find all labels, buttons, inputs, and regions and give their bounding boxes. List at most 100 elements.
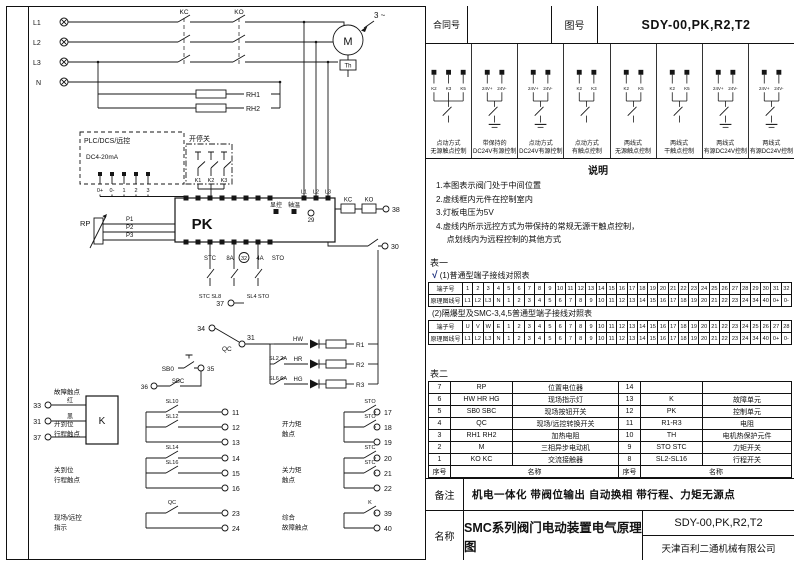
term-k1: K1 — [195, 178, 202, 184]
terminal-cell: 6 — [554, 332, 566, 345]
schematic-text: K2 — [623, 86, 629, 91]
schematic-shape — [327, 208, 383, 247]
schematic-text: K2 — [669, 86, 675, 91]
schematic-text: 24V- — [774, 86, 784, 91]
terminal-cell: 25 — [708, 282, 721, 295]
terminal-cell: L3 — [482, 332, 494, 345]
terminal-cell: 29 — [749, 282, 762, 295]
mode-diagram-2: 24V+24V- — [482, 69, 507, 128]
schematic-text: 17 — [384, 410, 392, 417]
schematic-shape — [623, 69, 629, 75]
schematic-shape — [303, 22, 329, 196]
binding-margin-line — [28, 6, 29, 560]
terminal-cell: 13 — [626, 294, 638, 307]
schematic-shape — [165, 450, 179, 459]
schematic-text: 开力矩 — [282, 419, 302, 428]
terminal-cell: 0+ — [770, 294, 782, 307]
terminal-cell: 19 — [688, 294, 700, 307]
component-cell: 5 — [428, 405, 451, 418]
terminal-cell: 12 — [616, 294, 628, 307]
schematic-text: HG — [294, 377, 303, 383]
schematic-shape — [310, 359, 319, 369]
terminal-cell: 3 — [523, 320, 535, 333]
schematic-text: 21 — [384, 471, 392, 478]
schematic-shape — [221, 423, 229, 431]
table2-title: 表二 — [430, 369, 449, 379]
terminal-cell: 20 — [698, 294, 710, 307]
component-cell: 电机热保护元件 — [702, 429, 792, 442]
label-sto: STO — [272, 256, 285, 262]
notes-title: 说明 — [588, 166, 608, 177]
term-36: 36 — [141, 384, 149, 391]
component-cell: 现场指示灯 — [512, 393, 619, 406]
terminal-cell: 22 — [719, 294, 731, 307]
label-ko: KO — [234, 9, 243, 16]
note-line: 1.本图表示阀门处于中间位置 — [436, 181, 542, 190]
schematic-shape — [195, 151, 232, 196]
component-cell: R1-R3 — [640, 417, 703, 430]
terminal-cell: 0+ — [770, 332, 782, 345]
terminal-cell: 8 — [533, 282, 546, 295]
schematic-shape — [273, 357, 285, 365]
schematic-text: 触点 — [282, 429, 296, 438]
label-l2: L2 — [33, 40, 41, 47]
schematic-shape — [446, 69, 451, 75]
terminal-cell: 13 — [585, 282, 597, 295]
label-p2: P2 — [126, 225, 134, 231]
schematic-text: K5 — [638, 86, 644, 91]
schematic-text: 14 — [232, 456, 240, 463]
terminal-cell: 10 — [554, 282, 566, 295]
component-cell: 现场按钮开关 — [512, 405, 619, 418]
schematic-shape — [165, 419, 179, 428]
component-cell: 控制单元 — [702, 405, 792, 418]
terminal-cell: 16 — [657, 320, 669, 333]
terminal-cell: 15 — [647, 294, 659, 307]
schematic-shape — [580, 106, 591, 116]
terminal-cell: 12 — [616, 320, 628, 333]
schematic-shape — [221, 524, 229, 532]
terminal-cell: 11 — [605, 294, 618, 307]
control-mode-8: 24V+24V-两线式有源DC24V控制 — [749, 44, 794, 158]
component-cell: QC — [450, 417, 513, 430]
terminal-cell: 5 — [544, 320, 556, 333]
schematic-shape — [273, 377, 285, 385]
component-header-cell: 序号 — [618, 465, 641, 478]
component-cell: 13 — [618, 393, 641, 406]
terminal-cell: 10 — [595, 294, 607, 307]
component-cell: SL2-SL16 — [640, 453, 703, 466]
schematic-text: STC — [365, 460, 376, 466]
schematic-shape — [488, 106, 498, 116]
terminal-cell: 27 — [729, 282, 741, 295]
term-36-icon — [150, 382, 158, 390]
terminal-cell: 19 — [688, 332, 700, 345]
schematic-shape — [61, 59, 67, 65]
schematic-text: K — [368, 500, 372, 506]
schematic-text: SL6 6A — [269, 376, 287, 382]
mode-caption-line2: 有触点控制 — [571, 149, 602, 155]
schematic-text: K2 — [431, 86, 437, 91]
label-rp: RP — [80, 219, 90, 228]
drawing-no-label: 图号 — [552, 6, 598, 43]
term-34: 34 — [197, 326, 205, 333]
row-header: 原理图线号 — [428, 332, 463, 345]
schematic-shape — [484, 69, 490, 75]
schematic-shape — [221, 484, 229, 492]
term-38-icon — [382, 205, 390, 213]
mode-diagram-7: 24V+24V- — [713, 69, 738, 128]
terminal-cell: N — [492, 332, 505, 345]
pk-label: PK — [192, 216, 213, 233]
row-header: 端子号 — [428, 320, 463, 333]
terminal-cell: 7 — [523, 282, 535, 295]
schematic-shape — [165, 505, 179, 514]
schematic-shape — [765, 106, 775, 116]
label-n: N — [36, 80, 41, 87]
note-line: 2.虚线框内元件在控制室内 — [436, 194, 533, 204]
schematic-shape — [183, 18, 240, 64]
